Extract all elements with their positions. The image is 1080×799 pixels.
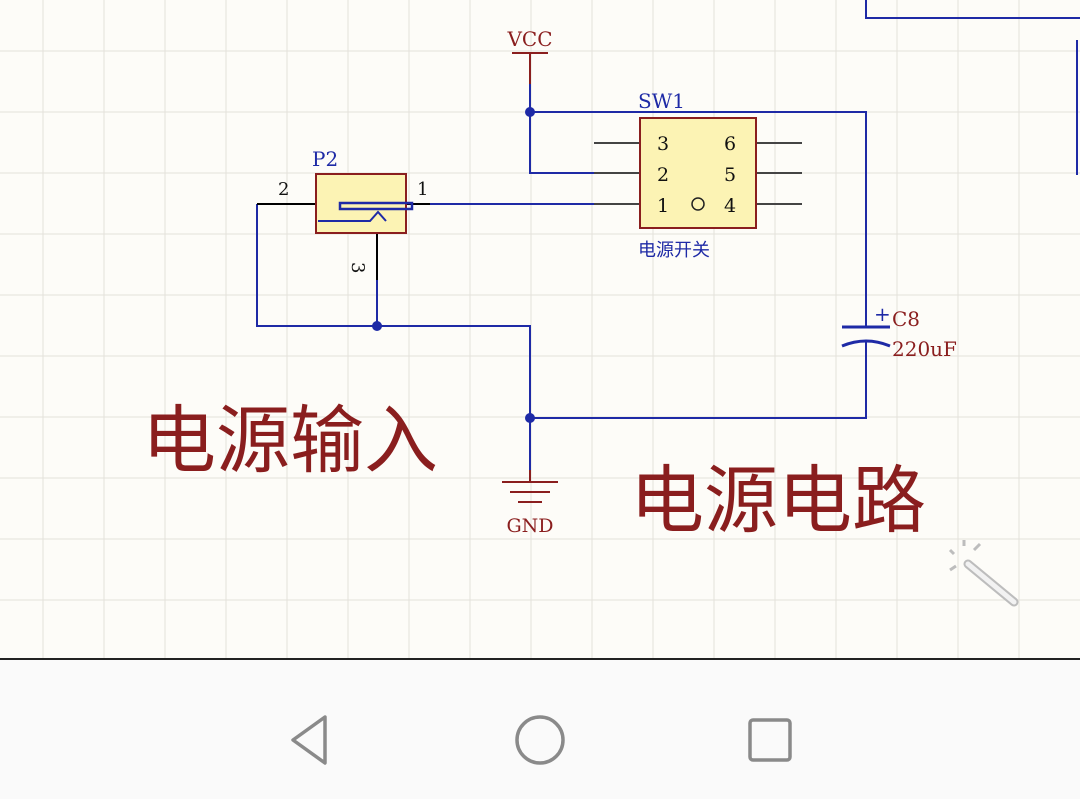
sw1-pin-left-2: 2 <box>657 164 669 186</box>
c8-designator: C8 <box>892 307 920 331</box>
home-circle-icon <box>515 715 565 765</box>
wire-gnd-loop <box>256 204 531 470</box>
grid <box>0 0 1080 659</box>
wire-vcc-to-c8 <box>530 111 867 300</box>
junction-vcc <box>525 107 535 117</box>
sw1-switch[interactable]: SW1 3 2 1 6 5 4 电源开关 <box>594 89 802 261</box>
sw1-comment: 电源开关 <box>638 240 710 261</box>
vcc-port[interactable]: VCC <box>506 27 553 84</box>
home-button[interactable] <box>500 700 580 780</box>
gnd-label: GND <box>506 515 553 537</box>
sw1-pin-left-1: 3 <box>657 133 669 155</box>
c8-polarity: + <box>874 302 891 326</box>
sw1-pin1-marker <box>691 197 705 211</box>
wire-c8-to-gnd <box>530 360 867 419</box>
sw1-designator: SW1 <box>638 89 685 113</box>
junction-gnd <box>525 413 535 423</box>
p2-pin2-number: 2 <box>278 179 289 200</box>
c8-value: 220uF <box>892 337 957 361</box>
p2-jack-pin-shape <box>338 201 414 211</box>
vcc-label: VCC <box>506 27 552 51</box>
sw1-pin-left-3: 1 <box>657 195 669 217</box>
junction-p2-pin3 <box>372 321 382 331</box>
p2-designator: P2 <box>312 147 338 171</box>
magic-wand-icon[interactable] <box>948 540 1019 607</box>
c8-capacitor[interactable]: + C8 220uF <box>841 300 957 361</box>
schematic-canvas[interactable]: VCC P2 2 1 3 SW1 3 2 1 6 5 <box>0 0 1080 660</box>
recents-button[interactable] <box>730 700 810 780</box>
sw1-pin-right-2: 5 <box>724 164 736 186</box>
p2-jack-spring-shape <box>318 210 387 222</box>
power-circuit-text: 电源电路 <box>630 458 926 544</box>
p2-pin1-number: 1 <box>417 179 428 200</box>
navigation-bar <box>0 660 1080 799</box>
sw1-pin-right-3: 4 <box>724 195 736 217</box>
power-input-text: 电源输入 <box>142 398 438 484</box>
p2-connector[interactable]: P2 2 1 3 <box>257 147 430 280</box>
sw1-pin-right-1: 6 <box>724 133 736 155</box>
back-triangle-icon <box>291 715 327 765</box>
recents-square-icon <box>748 718 792 762</box>
back-button[interactable] <box>270 700 350 780</box>
gnd-port[interactable]: GND <box>502 470 558 537</box>
wire-vcc-to-sw1-pin2 <box>529 112 594 174</box>
wire-top-right <box>865 0 1080 19</box>
p2-pin3-number: 3 <box>347 262 368 273</box>
